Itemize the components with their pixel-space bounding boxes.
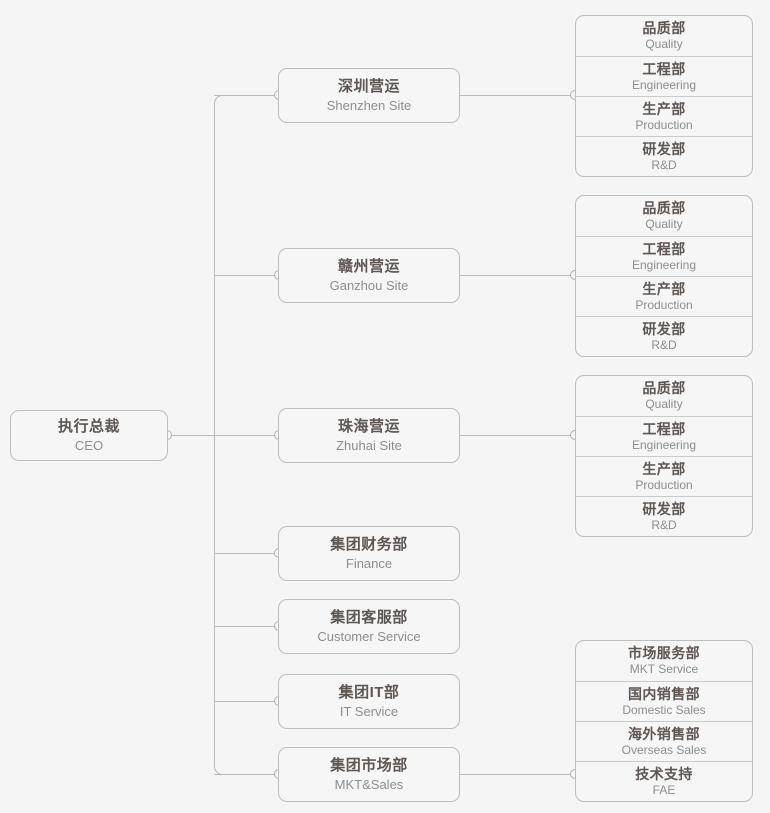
group-row-production[interactable]: 生产部 Production (576, 276, 752, 316)
group-ganzhou-departments: 品质部 Quality 工程部 Engineering 生产部 Producti… (575, 195, 753, 357)
node-ceo-en: CEO (74, 438, 104, 453)
group-row-rnd-en: R&D (651, 157, 677, 172)
node-finance-en: Finance (345, 556, 393, 571)
node-finance-cn: 集团财务部 (330, 536, 408, 553)
group-row-production-en: Production (635, 297, 693, 312)
group-row-rnd-cn: 研发部 (642, 140, 686, 157)
group-row-engineering[interactable]: 工程部 Engineering (576, 236, 752, 276)
group-row-rnd-cn: 研发部 (642, 500, 686, 517)
group-row-production-cn: 生产部 (642, 100, 686, 117)
group-row-rnd-en: R&D (651, 517, 677, 532)
group-shenzhen-departments: 品质部 Quality 工程部 Engineering 生产部 Producti… (575, 15, 753, 177)
group-row-fae-cn: 技术支持 (635, 765, 693, 782)
node-mkt-sales[interactable]: 集团市场部 MKT&Sales (278, 747, 460, 802)
group-row-domestic-sales-en: Domestic Sales (622, 702, 706, 717)
group-mkt-sales-departments: 市场服务部 MKT Service 国内销售部 Domestic Sales 海… (575, 640, 753, 802)
group-row-engineering-cn: 工程部 (642, 240, 686, 257)
group-row-production[interactable]: 生产部 Production (576, 96, 752, 136)
group-row-production-en: Production (635, 477, 693, 492)
node-shenzhen-site-cn: 深圳营运 (337, 78, 400, 95)
node-shenzhen-site-en: Shenzhen Site (326, 98, 412, 113)
group-row-rnd[interactable]: 研发部 R&D (576, 316, 752, 356)
group-row-engineering-cn: 工程部 (642, 420, 686, 437)
group-row-engineering-cn: 工程部 (642, 60, 686, 77)
group-row-fae-en: FAE (652, 782, 676, 797)
node-zhuhai-site-cn: 珠海营运 (337, 418, 400, 435)
group-row-quality[interactable]: 品质部 Quality (576, 376, 752, 416)
group-row-rnd[interactable]: 研发部 R&D (576, 496, 752, 536)
group-row-overseas-sales[interactable]: 海外销售部 Overseas Sales (576, 721, 752, 761)
group-row-production[interactable]: 生产部 Production (576, 456, 752, 496)
node-mkt-sales-cn: 集团市场部 (330, 757, 408, 774)
group-row-mkt-service-en: MKT Service (629, 662, 699, 676)
node-zhuhai-site[interactable]: 珠海营运 Zhuhai Site (278, 408, 460, 463)
group-row-rnd-en: R&D (651, 337, 677, 352)
group-zhuhai-departments: 品质部 Quality 工程部 Engineering 生产部 Producti… (575, 375, 753, 537)
group-row-engineering-en: Engineering (631, 77, 697, 92)
group-row-overseas-sales-cn: 海外销售部 (628, 725, 700, 742)
group-row-quality-en: Quality (645, 37, 683, 51)
group-row-rnd-cn: 研发部 (642, 320, 686, 337)
group-row-production-en: Production (635, 117, 693, 132)
node-mkt-sales-en: MKT&Sales (334, 777, 404, 792)
group-row-quality-cn: 品质部 (642, 20, 686, 36)
node-it-service[interactable]: 集团IT部 IT Service (278, 674, 460, 729)
node-ceo-cn: 执行总裁 (57, 418, 120, 435)
group-row-domestic-sales-cn: 国内销售部 (628, 685, 700, 702)
group-row-engineering-en: Engineering (631, 257, 697, 272)
node-customer-service-en: Customer Service (317, 629, 421, 644)
node-shenzhen-site[interactable]: 深圳营运 Shenzhen Site (278, 68, 460, 123)
node-zhuhai-site-en: Zhuhai Site (336, 438, 402, 453)
node-ganzhou-site-en: Ganzhou Site (329, 278, 409, 293)
group-row-quality[interactable]: 品质部 Quality (576, 16, 752, 56)
group-row-quality-cn: 品质部 (642, 380, 686, 396)
group-row-overseas-sales-en: Overseas Sales (621, 742, 707, 757)
group-row-quality[interactable]: 品质部 Quality (576, 196, 752, 236)
node-ganzhou-site[interactable]: 赣州营运 Ganzhou Site (278, 248, 460, 303)
group-row-engineering[interactable]: 工程部 Engineering (576, 416, 752, 456)
node-it-service-en: IT Service (339, 704, 399, 719)
node-customer-service-cn: 集团客服部 (330, 609, 408, 626)
group-row-quality-cn: 品质部 (642, 200, 686, 216)
node-finance[interactable]: 集团财务部 Finance (278, 526, 460, 581)
group-row-production-cn: 生产部 (642, 280, 686, 297)
group-row-production-cn: 生产部 (642, 460, 686, 477)
node-ceo[interactable]: 执行总裁 CEO (10, 410, 168, 461)
group-row-mkt-service-cn: 市场服务部 (628, 645, 700, 661)
node-customer-service[interactable]: 集团客服部 Customer Service (278, 599, 460, 654)
group-row-fae[interactable]: 技术支持 FAE (576, 761, 752, 801)
group-row-domestic-sales[interactable]: 国内销售部 Domestic Sales (576, 681, 752, 721)
group-row-mkt-service[interactable]: 市场服务部 MKT Service (576, 641, 752, 681)
group-row-engineering[interactable]: 工程部 Engineering (576, 56, 752, 96)
node-it-service-cn: 集团IT部 (338, 684, 400, 701)
node-ganzhou-site-cn: 赣州营运 (337, 258, 400, 275)
group-row-quality-en: Quality (645, 217, 683, 231)
group-row-engineering-en: Engineering (631, 437, 697, 452)
group-row-quality-en: Quality (645, 397, 683, 411)
group-row-rnd[interactable]: 研发部 R&D (576, 136, 752, 176)
